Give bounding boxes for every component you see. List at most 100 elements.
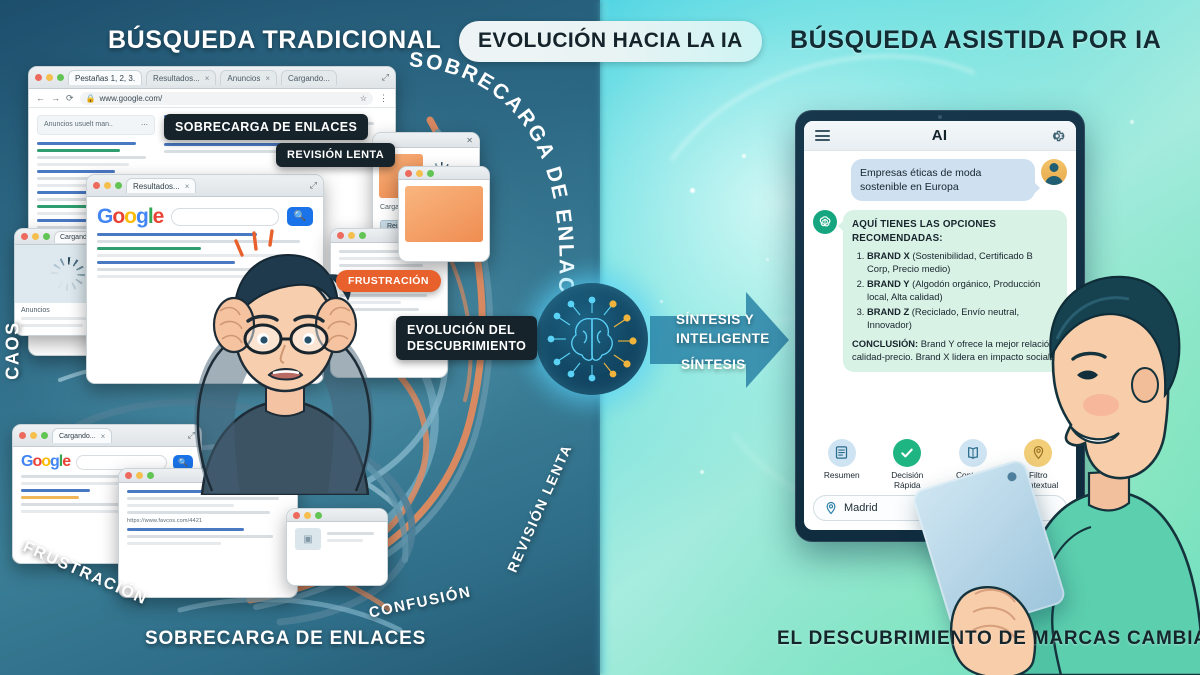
browser-titlebar: Pestañas 1, 2, 3. Resultados... × Anuncio… — [29, 67, 395, 89]
google-logo: Google — [21, 453, 71, 470]
action-label: Resumen — [823, 469, 860, 480]
forward-arrow-icon[interactable]: → — [51, 93, 60, 103]
action-filtro-contextual[interactable]: Filtro Contextual — [1008, 438, 1068, 490]
url-input[interactable]: 🔒 www.google.com/ ☆ — [79, 91, 373, 105]
tab-close-icon[interactable]: × — [265, 74, 271, 83]
close-dot-icon[interactable] — [93, 182, 100, 189]
browser-window-image[interactable] — [398, 166, 490, 262]
chaos-label: CAOS — [2, 321, 23, 380]
sparkle-dot — [1130, 120, 1134, 124]
slow-review-callout-badge: REVISIÓN LENTA — [276, 143, 396, 167]
close-dot-icon[interactable] — [21, 233, 28, 240]
search-icon[interactable]: 🔍 — [173, 454, 193, 470]
expand-icon[interactable]: ⤢ — [187, 430, 195, 440]
browser-titlebar: Cargando... × ⤢ — [13, 425, 201, 447]
action-decision-rapida[interactable]: Decisión Rápida — [877, 438, 937, 490]
location-pin-icon — [826, 501, 836, 515]
tab-close-icon[interactable]: × — [100, 432, 106, 441]
conclusion-text: Brand Y ofrece la mejor relación calidad… — [852, 337, 1055, 362]
tab-close-icon[interactable]: × — [184, 182, 190, 191]
minimize-dot-icon[interactable] — [136, 472, 143, 479]
browser-titlebar: Resultados... × ⤢ — [87, 175, 323, 197]
maximize-dot-icon[interactable] — [315, 511, 322, 519]
hand-holding-tablet — [949, 586, 1037, 675]
page-title-left: BÚSQUEDA TRADICIONAL — [108, 26, 442, 54]
close-dot-icon[interactable] — [125, 472, 132, 479]
gear-icon[interactable] — [1049, 128, 1065, 144]
close-dot-icon[interactable] — [19, 432, 26, 439]
minimize-dot-icon[interactable] — [46, 74, 53, 81]
google-search-row: Google 🔍 — [87, 197, 323, 233]
app-bar: AI — [804, 121, 1076, 151]
brand-recommendation-list: BRAND X (Sostenibilidad, Certificado B C… — [852, 250, 1058, 332]
sparkle-dot — [690, 188, 695, 193]
browser-urlbar: ← → ⟳ 🔒 www.google.com/ ☆ ⋮ — [29, 89, 395, 108]
expand-icon[interactable]: ⤢ — [381, 72, 389, 82]
browser-titlebar — [287, 509, 387, 522]
close-dot-icon[interactable] — [337, 232, 344, 239]
sparkle-dot — [700, 470, 704, 474]
close-icon[interactable]: ✕ — [466, 135, 473, 145]
browser-tab[interactable]: Resultados... × — [126, 178, 197, 193]
minimize-dot-icon[interactable] — [30, 432, 37, 439]
minimize-dot-icon[interactable] — [104, 182, 111, 189]
tab-label: Cargando... — [60, 233, 97, 241]
minimize-dot-icon[interactable] — [304, 511, 311, 519]
ads-block: Anuncios usuelt man..⋯ — [37, 115, 155, 135]
brand-detail: (Reciclado, Envío neutral, Innovador) — [867, 306, 1020, 330]
star-icon[interactable]: ☆ — [359, 93, 367, 103]
browser-tab[interactable]: Cargando... × — [52, 428, 113, 443]
expand-icon[interactable]: ⤢ — [309, 180, 317, 190]
image-placeholder-icon: ▣ — [295, 528, 321, 550]
close-dot-icon[interactable] — [405, 169, 412, 177]
tab-label: Resultados... — [153, 74, 200, 83]
minimize-dot-icon[interactable] — [348, 232, 355, 239]
tab-label: Anuncios — [227, 74, 261, 83]
tab-close-icon[interactable]: × — [204, 74, 210, 83]
quick-actions-row: Resumen Decisión Rápida — [804, 435, 1076, 493]
result-url[interactable]: https://www.favcos.com/4421 — [127, 518, 203, 524]
action-resumen[interactable]: Resumen — [812, 438, 872, 490]
arrow-label-3: SÍNTESIS — [681, 357, 746, 372]
search-input[interactable] — [171, 207, 279, 226]
back-arrow-icon[interactable]: ← — [36, 93, 45, 103]
browser-tab[interactable]: Pestañas 1, 2, 3. — [68, 70, 143, 85]
tablet-screen: AI Empresas éticas de moda sostenible en… — [804, 121, 1076, 530]
maximize-dot-icon[interactable] — [147, 472, 154, 479]
hamburger-menu-icon[interactable] — [815, 127, 830, 143]
evolution-callout-badge: EVOLUCIÓN DEL DESCUBRIMIENTO — [396, 316, 538, 360]
book-icon — [958, 438, 987, 467]
maximize-dot-icon[interactable] — [115, 182, 122, 189]
ai-brain-node — [510, 257, 674, 421]
brand-name: BRAND X — [867, 250, 910, 262]
openai-logo-icon — [813, 210, 837, 235]
footer-caption-right: EL DESCUBRIMIENTO DE MARCAS CAMBIA — [777, 628, 1200, 649]
sparkle-dot — [742, 154, 746, 158]
close-dot-icon[interactable] — [35, 74, 42, 81]
browser-tab[interactable]: Anuncios × — [220, 70, 278, 85]
maximize-dot-icon[interactable] — [359, 232, 366, 239]
close-dot-icon[interactable] — [293, 511, 300, 519]
reload-icon[interactable]: ⟳ — [66, 92, 74, 103]
tablet-device: AI Empresas éticas de moda sostenible en… — [795, 110, 1085, 542]
user-avatar-icon[interactable] — [1041, 159, 1067, 185]
browser-tab[interactable]: Resultados... × — [146, 70, 217, 85]
search-icon[interactable]: 🔍 — [287, 207, 313, 226]
document-summary-icon — [827, 438, 856, 467]
maximize-dot-icon[interactable] — [43, 233, 50, 240]
maximize-dot-icon[interactable] — [41, 432, 48, 439]
evolution-line-2: DESCUBRIMIENTO — [407, 339, 527, 353]
dialog-titlebar: ✕ — [373, 133, 479, 148]
browser-titlebar — [399, 167, 489, 180]
conclusion-label: CONCLUSIÓN: — [852, 337, 919, 349]
minimize-dot-icon[interactable] — [32, 233, 39, 240]
assistant-heading: AQUÍ TIENES LAS OPCIONES RECOMENDADAS: — [852, 219, 997, 244]
brand-name: BRAND Z — [867, 306, 910, 318]
maximize-dot-icon[interactable] — [427, 169, 434, 177]
kebab-menu-icon[interactable]: ⋮ — [379, 92, 388, 103]
minimize-dot-icon[interactable] — [416, 169, 423, 177]
browser-window-thumb[interactable]: ▣ — [286, 508, 388, 586]
maximize-dot-icon[interactable] — [57, 74, 64, 81]
browser-tab[interactable]: Cargando... — [281, 70, 337, 85]
